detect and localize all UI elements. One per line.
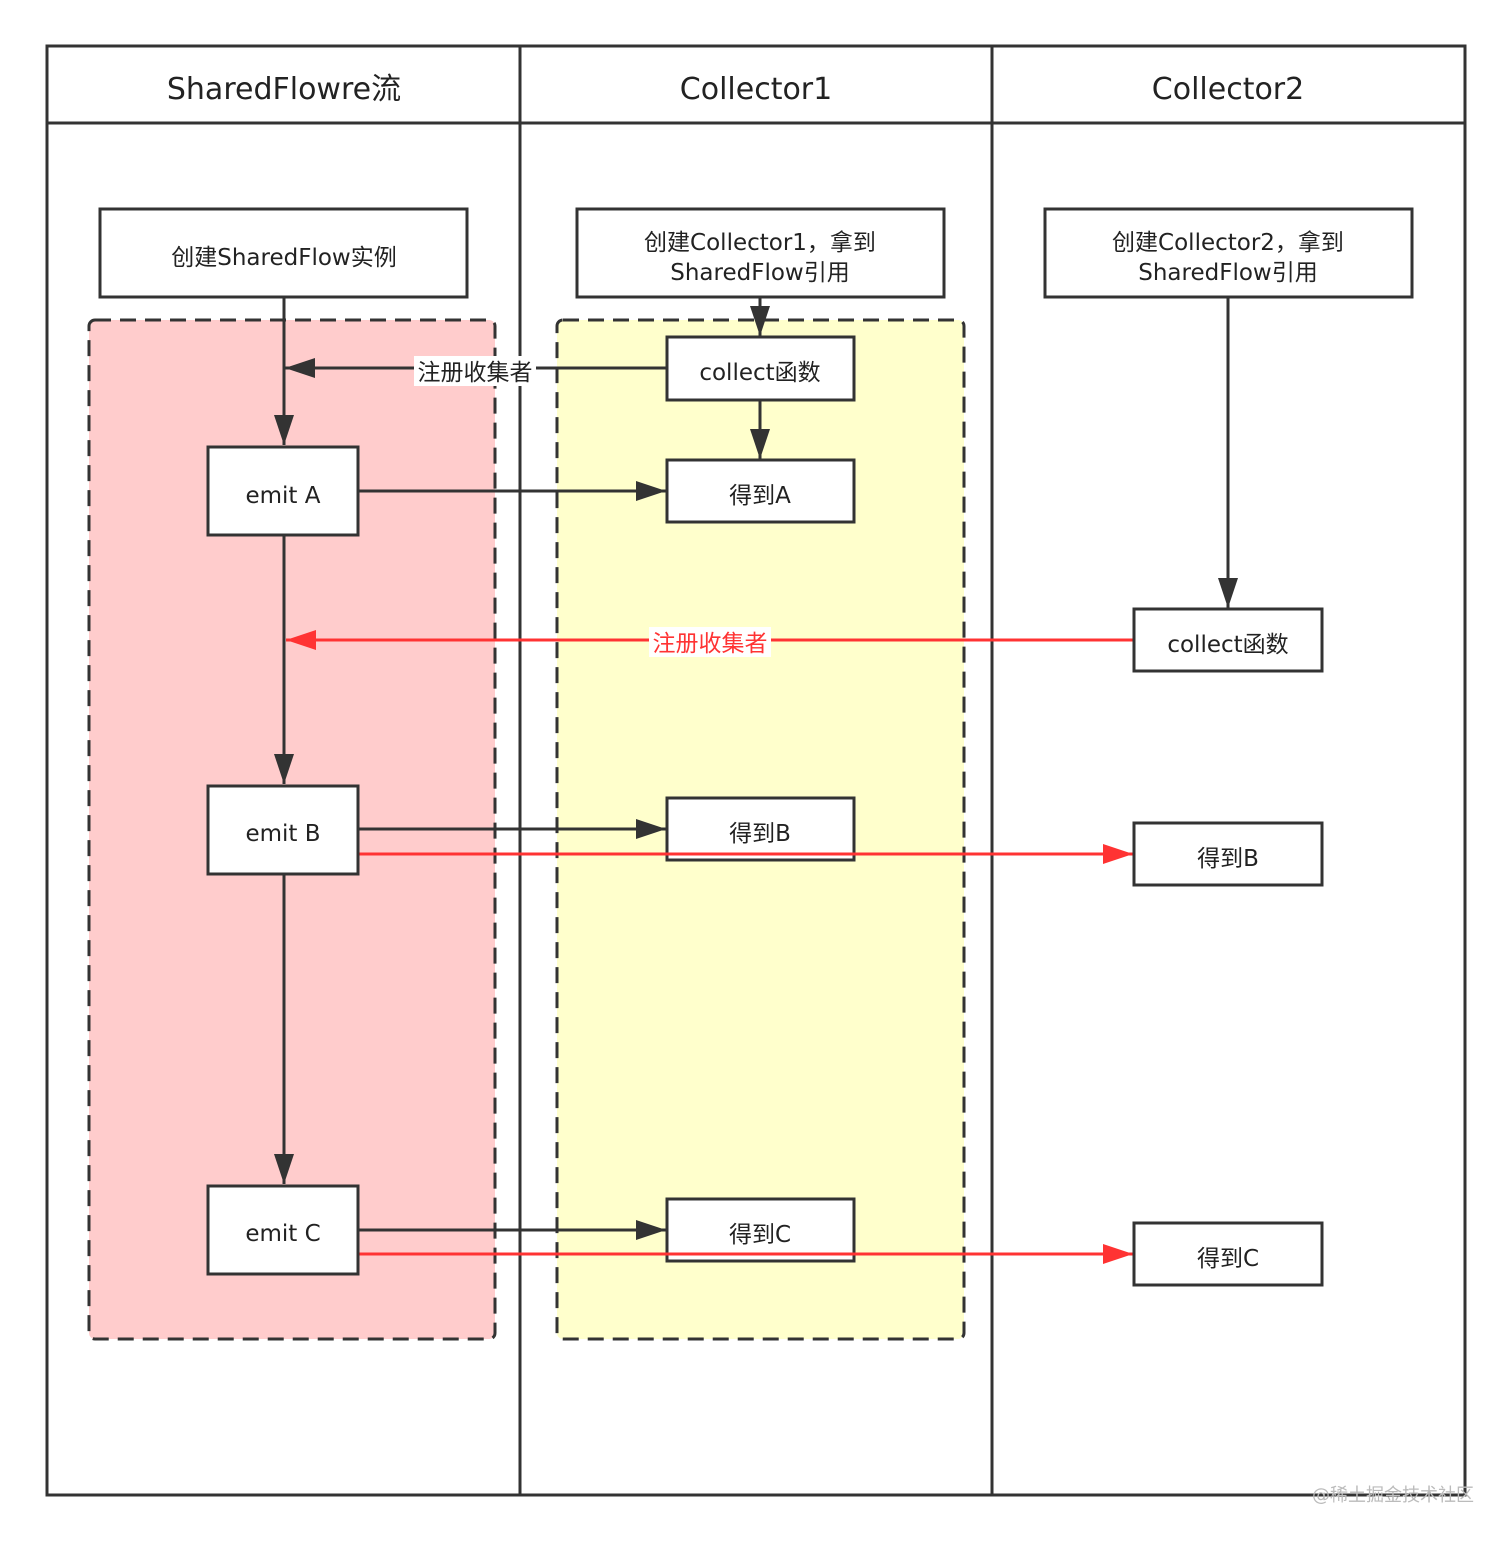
- c1-got-b-text: 得到B: [729, 821, 791, 847]
- collect2-text: collect函数: [1167, 632, 1288, 658]
- collect1-text: collect函数: [699, 360, 820, 386]
- c1-got-b-box: [665, 796, 856, 862]
- c2-got-b-text: 得到B: [1197, 846, 1259, 872]
- emit-b-box: [206, 784, 360, 876]
- edge-label-register-collector2: 注册收集者: [653, 631, 768, 657]
- create-collector2-line2: SharedFlow引用: [1138, 260, 1317, 286]
- create-collector1-box: [575, 207, 946, 299]
- emit-a-text: emit A: [245, 483, 320, 509]
- c2-got-b-box: [1132, 821, 1324, 887]
- c2-got-c-box: [1132, 1221, 1324, 1287]
- collect2-box: [1132, 607, 1324, 673]
- create-collector1-line2: SharedFlow引用: [670, 260, 849, 286]
- c1-got-c-text: 得到C: [729, 1222, 791, 1248]
- c1-got-a-text: 得到A: [729, 483, 791, 509]
- emit-c-text: emit C: [245, 1221, 320, 1247]
- lane-title-collector2: Collector2: [1152, 72, 1304, 107]
- emit-a-box: [206, 445, 360, 537]
- c2-got-c-text: 得到C: [1197, 1246, 1259, 1272]
- lane-title-collector1: Collector1: [680, 72, 832, 107]
- lane-title-sharedflow: SharedFlowre流: [167, 72, 401, 107]
- emit-c-box: [206, 1184, 360, 1276]
- c1-got-c-box: [665, 1197, 856, 1263]
- create-collector2-box: [1043, 207, 1414, 299]
- watermark: @稀土掘金技术社区: [1312, 1485, 1474, 1506]
- create-collector1-line1: 创建Collector1，拿到: [644, 229, 876, 256]
- create-sharedflow-text: 创建SharedFlow实例: [171, 245, 396, 271]
- edge-label-register-collector1: 注册收集者: [418, 360, 533, 386]
- collect1-box: [665, 335, 856, 402]
- emit-b-text: emit B: [245, 821, 320, 847]
- create-sharedflow-box: [98, 207, 469, 299]
- c1-got-a-box: [665, 458, 856, 524]
- create-collector2-line1: 创建Collector2，拿到: [1112, 229, 1344, 256]
